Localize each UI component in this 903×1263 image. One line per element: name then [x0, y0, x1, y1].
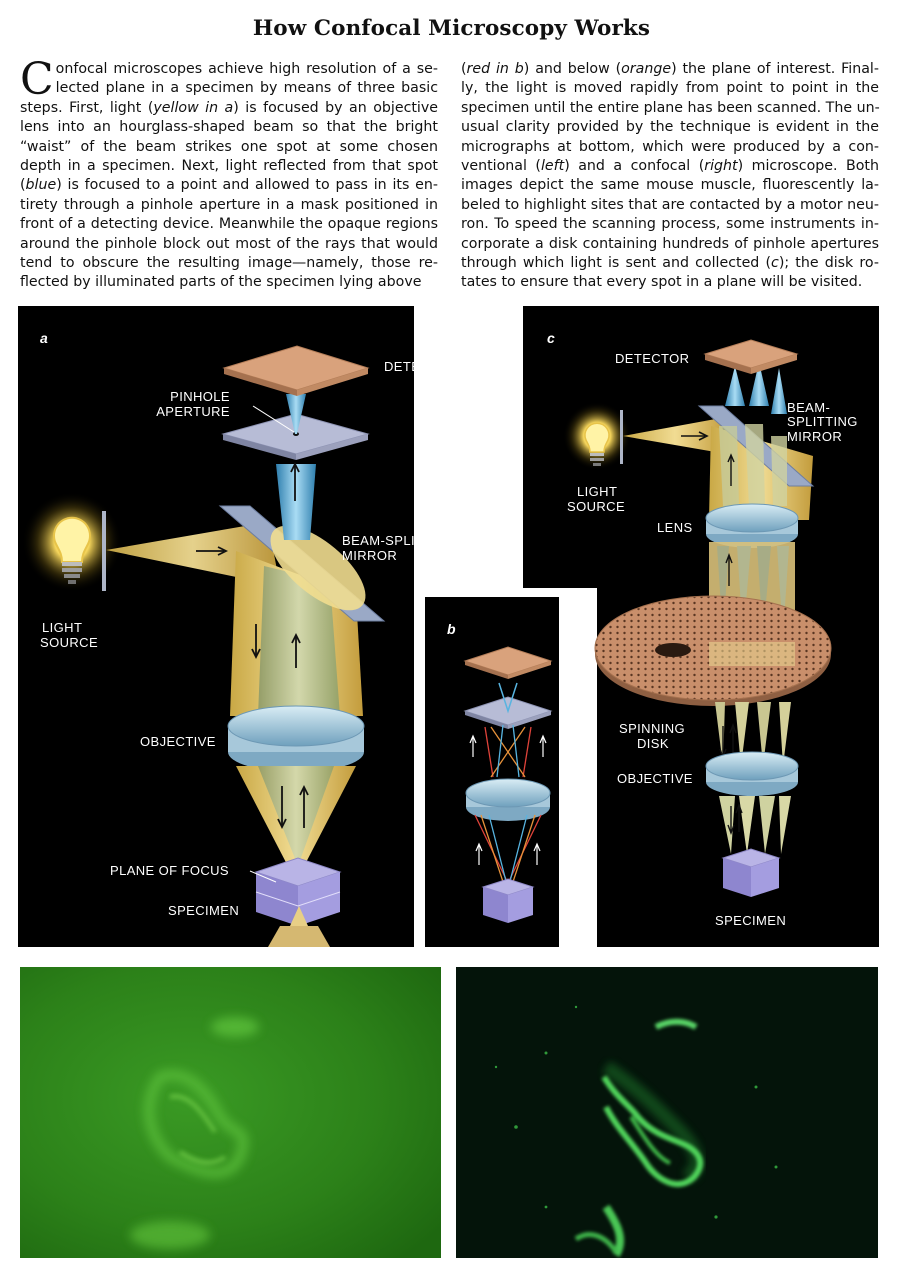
body-text-line: (blue) is focused to a point and allowed…: [20, 177, 438, 194]
label-objective-c: OBJECTIVE: [617, 771, 693, 786]
label-mirror-1: BEAM-SPLITTING: [342, 533, 414, 548]
panel-b-letter: b: [447, 621, 456, 637]
body-text-line: onfocal microscopes achieve high resolut…: [55, 61, 438, 77]
label-mirror-c-2: SPLITTING: [787, 414, 858, 429]
body-text-line: ron. To speed the scanning process, some…: [461, 216, 879, 233]
objective-lens: [227, 705, 365, 772]
conventional-micrograph: [20, 967, 441, 1258]
body-text-line: around the pinhole block out most of the…: [20, 235, 438, 252]
panel-a-letter: a: [40, 330, 48, 346]
body-text-right-column: (red in b) and below (orange) the plane …: [461, 60, 880, 293]
body-text-line: lected plane in a specimen by means of t…: [55, 80, 438, 97]
label-detector-c: DETECTOR: [615, 351, 689, 366]
label-detector: DETECTOR: [384, 359, 414, 374]
label-disk-c-2: DISK: [637, 736, 669, 751]
body-text-line: (red in b) and below (orange) the plane …: [461, 61, 879, 77]
page-title: How Confocal Microscopy Works: [252, 16, 651, 41]
body-text-line: depth in a specimen. Next, light reflect…: [20, 158, 438, 175]
objective-lens-c: [705, 751, 799, 796]
label-plane-of-focus: PLANE OF FOCUS: [110, 863, 229, 878]
body-text-line: front of a detecting device. Meanwhile t…: [20, 216, 438, 233]
diagram-b-svg: b: [447, 621, 553, 923]
label-pinhole-2: APERTURE: [156, 404, 230, 419]
body-text-line: tend to obscure the resulting image—name…: [20, 255, 438, 272]
disk-center-hole: [655, 643, 691, 657]
body-text-line: flected by illuminated parts of the spec…: [20, 274, 422, 291]
label-light-c-2: SOURCE: [567, 499, 625, 514]
label-pinhole-1: PINHOLE: [170, 389, 230, 404]
lamp-aperture-plate: [102, 511, 106, 591]
body-text-line: images depict the same mouse muscle, flu…: [461, 177, 879, 194]
body-text-line: through which light is sent and collecte…: [461, 255, 879, 272]
light-bulb-icon-c: [584, 422, 610, 466]
detector-c: [703, 339, 799, 374]
label-light-1: LIGHT: [42, 620, 82, 635]
confocal-micrograph: [456, 967, 878, 1258]
specimen-cube: [254, 857, 342, 926]
label-mirror-c-1: BEAM-: [787, 400, 830, 415]
body-text-line: steps. First, light (yellow in a) is foc…: [20, 99, 438, 116]
panel-c-letter: c: [547, 330, 555, 346]
diagram-panel-a: a DETECTOR PINHOLE APERTURE BEAM-SPLITTI…: [18, 306, 414, 947]
diagram-a-svg: a DETECTOR PINHOLE APERTURE BEAM-SPLITTI…: [22, 330, 414, 947]
label-mirror-c-3: MIRROR: [787, 429, 842, 444]
body-text-line: specimen until the entire plane has been…: [461, 99, 880, 116]
body-text-line: micrographs at bottom, which were produc…: [461, 138, 879, 155]
label-mirror-2: MIRROR: [342, 548, 397, 563]
body-text-line: beled to highlight sites that are contac…: [461, 196, 879, 213]
label-specimen: SPECIMEN: [168, 903, 239, 918]
specimen-cube-c: [721, 848, 781, 897]
body-text-line: “waist” of the beam strikes one spot at …: [20, 138, 438, 155]
label-specimen-c: SPECIMEN: [715, 913, 786, 928]
label-lens-c: LENS: [657, 520, 693, 535]
right-column-lines: (red in b) and below (orange) the plane …: [461, 60, 880, 293]
body-text-line: tirety through a pinhole aperture in a m…: [20, 196, 438, 213]
label-objective: OBJECTIVE: [140, 734, 216, 749]
label-disk-c-1: SPINNING: [619, 721, 685, 736]
body-text-line: tates to ensure that every spot in a pla…: [461, 274, 863, 291]
label-light-2: SOURCE: [40, 635, 98, 650]
body-text-left-column: C onfocal microscopes achieve high resol…: [20, 54, 438, 293]
lens-c: [705, 503, 799, 548]
body-text-line: ventional (left) and a confocal (right) …: [461, 158, 879, 175]
body-text-line: lens into an hourglass-shaped beam so th…: [20, 119, 438, 136]
light-bulb-icon: [53, 516, 91, 584]
body-text-line: usual clarity provided by the technique …: [461, 119, 879, 136]
detector: [222, 345, 370, 396]
diagram-panel-b: b: [425, 597, 559, 947]
left-column-lines: onfocal microscopes achieve high resolut…: [20, 60, 438, 293]
drop-cap: C: [20, 54, 54, 105]
body-text-line: corporate a disk containing hundreds of …: [461, 235, 879, 252]
diagram-c-svg: c: [547, 330, 858, 928]
label-light-c-1: LIGHT: [577, 484, 617, 499]
reflected-beam: [276, 464, 316, 540]
body-text-line: ly, the light is moved rapidly from poin…: [461, 80, 879, 97]
